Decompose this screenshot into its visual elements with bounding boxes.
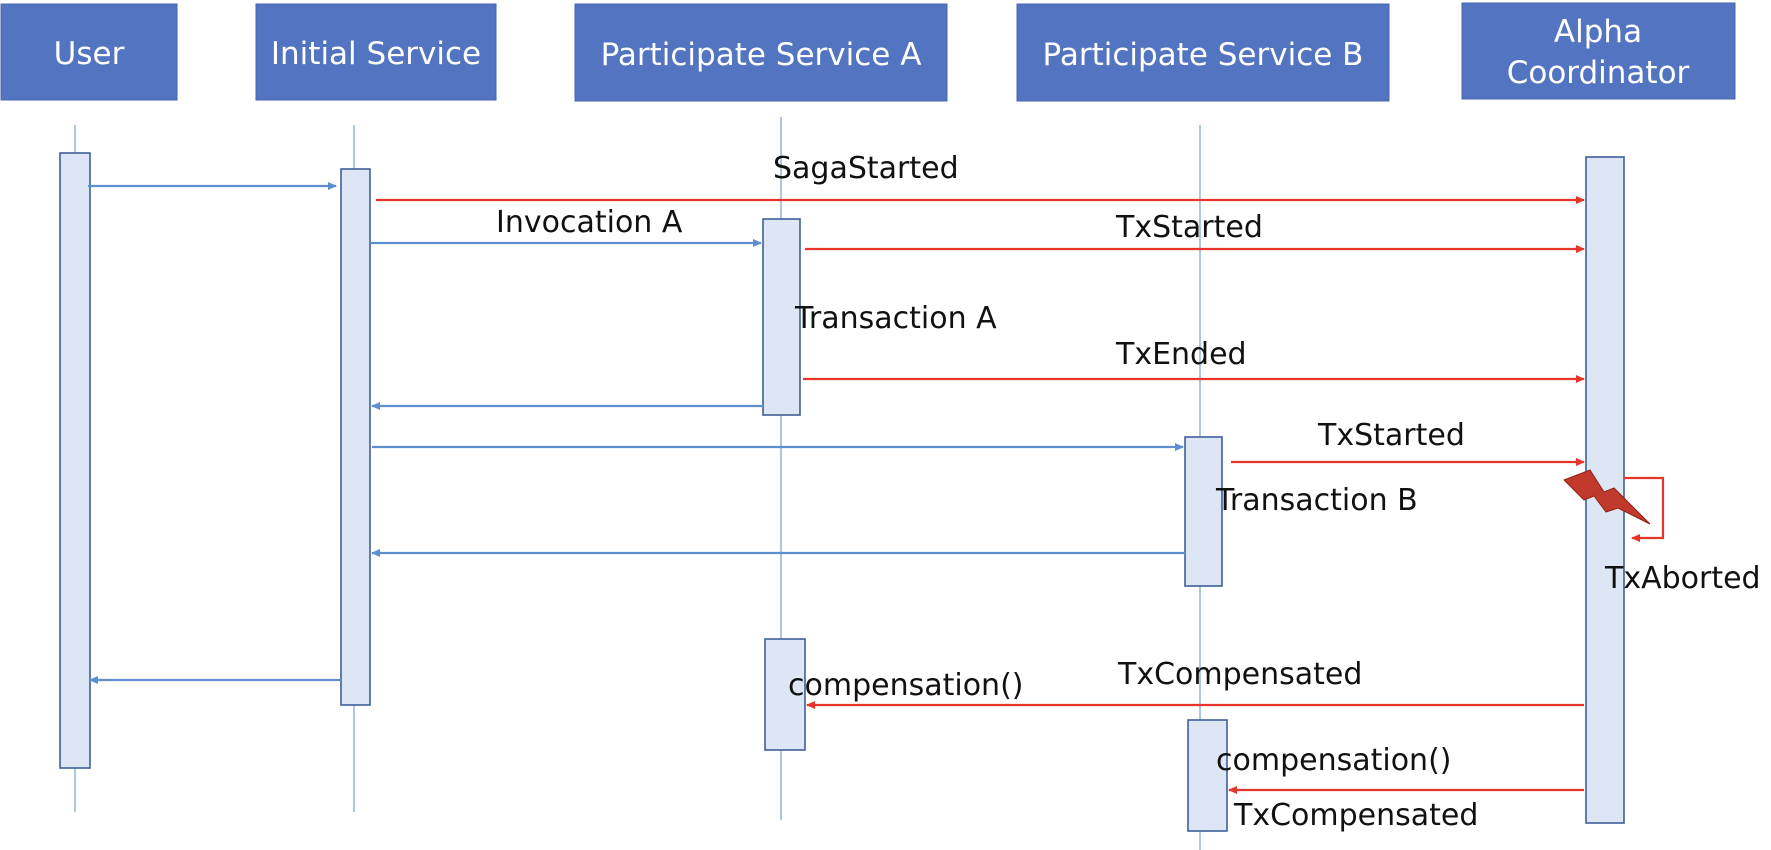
participant-initial-service: Initial Service [255, 3, 497, 101]
arrow-tx-aborted-self [1624, 476, 1665, 542]
activation-compensation-b [1187, 719, 1228, 832]
label-saga-started: SagaStarted [773, 151, 959, 186]
label-transaction-a: Transaction A [794, 301, 997, 336]
participant-user: User [0, 3, 178, 101]
label-compensation-a: compensation() [788, 668, 1023, 703]
label-tx-started-b: TxStarted [1317, 418, 1465, 453]
label-tx-started-a: TxStarted [1115, 210, 1263, 245]
participant-service-a-label: Participate Service A [601, 37, 922, 73]
label-tx-compensated-a: TxCompensated [1117, 657, 1362, 692]
participant-service-b: Participate Service B [1016, 3, 1390, 102]
participant-alpha-label-line2: Coordinator [1507, 55, 1690, 91]
participant-service-a: Participate Service A [574, 3, 948, 102]
participant-alpha-label-line1: Alpha [1554, 14, 1642, 50]
label-tx-ended: TxEnded [1115, 337, 1247, 372]
label-tx-compensated-b: TxCompensated [1233, 798, 1478, 833]
participant-alpha-coordinator: Alpha Coordinator [1461, 2, 1736, 100]
label-tx-aborted: TxAborted [1604, 561, 1761, 596]
label-transaction-b: Transaction B [1215, 483, 1418, 518]
activation-transaction-a [762, 218, 801, 416]
label-invocation-a: Invocation A [496, 205, 683, 240]
participant-user-label: User [54, 36, 125, 72]
activation-initial-service [340, 168, 371, 706]
participant-service-b-label: Participate Service B [1043, 37, 1364, 73]
participant-initial-service-label: Initial Service [271, 36, 481, 72]
activation-transaction-b [1184, 436, 1223, 587]
activation-compensation-a [764, 638, 806, 751]
lightning-bolt-icon [1563, 469, 1651, 525]
activation-user [59, 152, 91, 769]
label-compensation-b: compensation() [1216, 743, 1451, 778]
